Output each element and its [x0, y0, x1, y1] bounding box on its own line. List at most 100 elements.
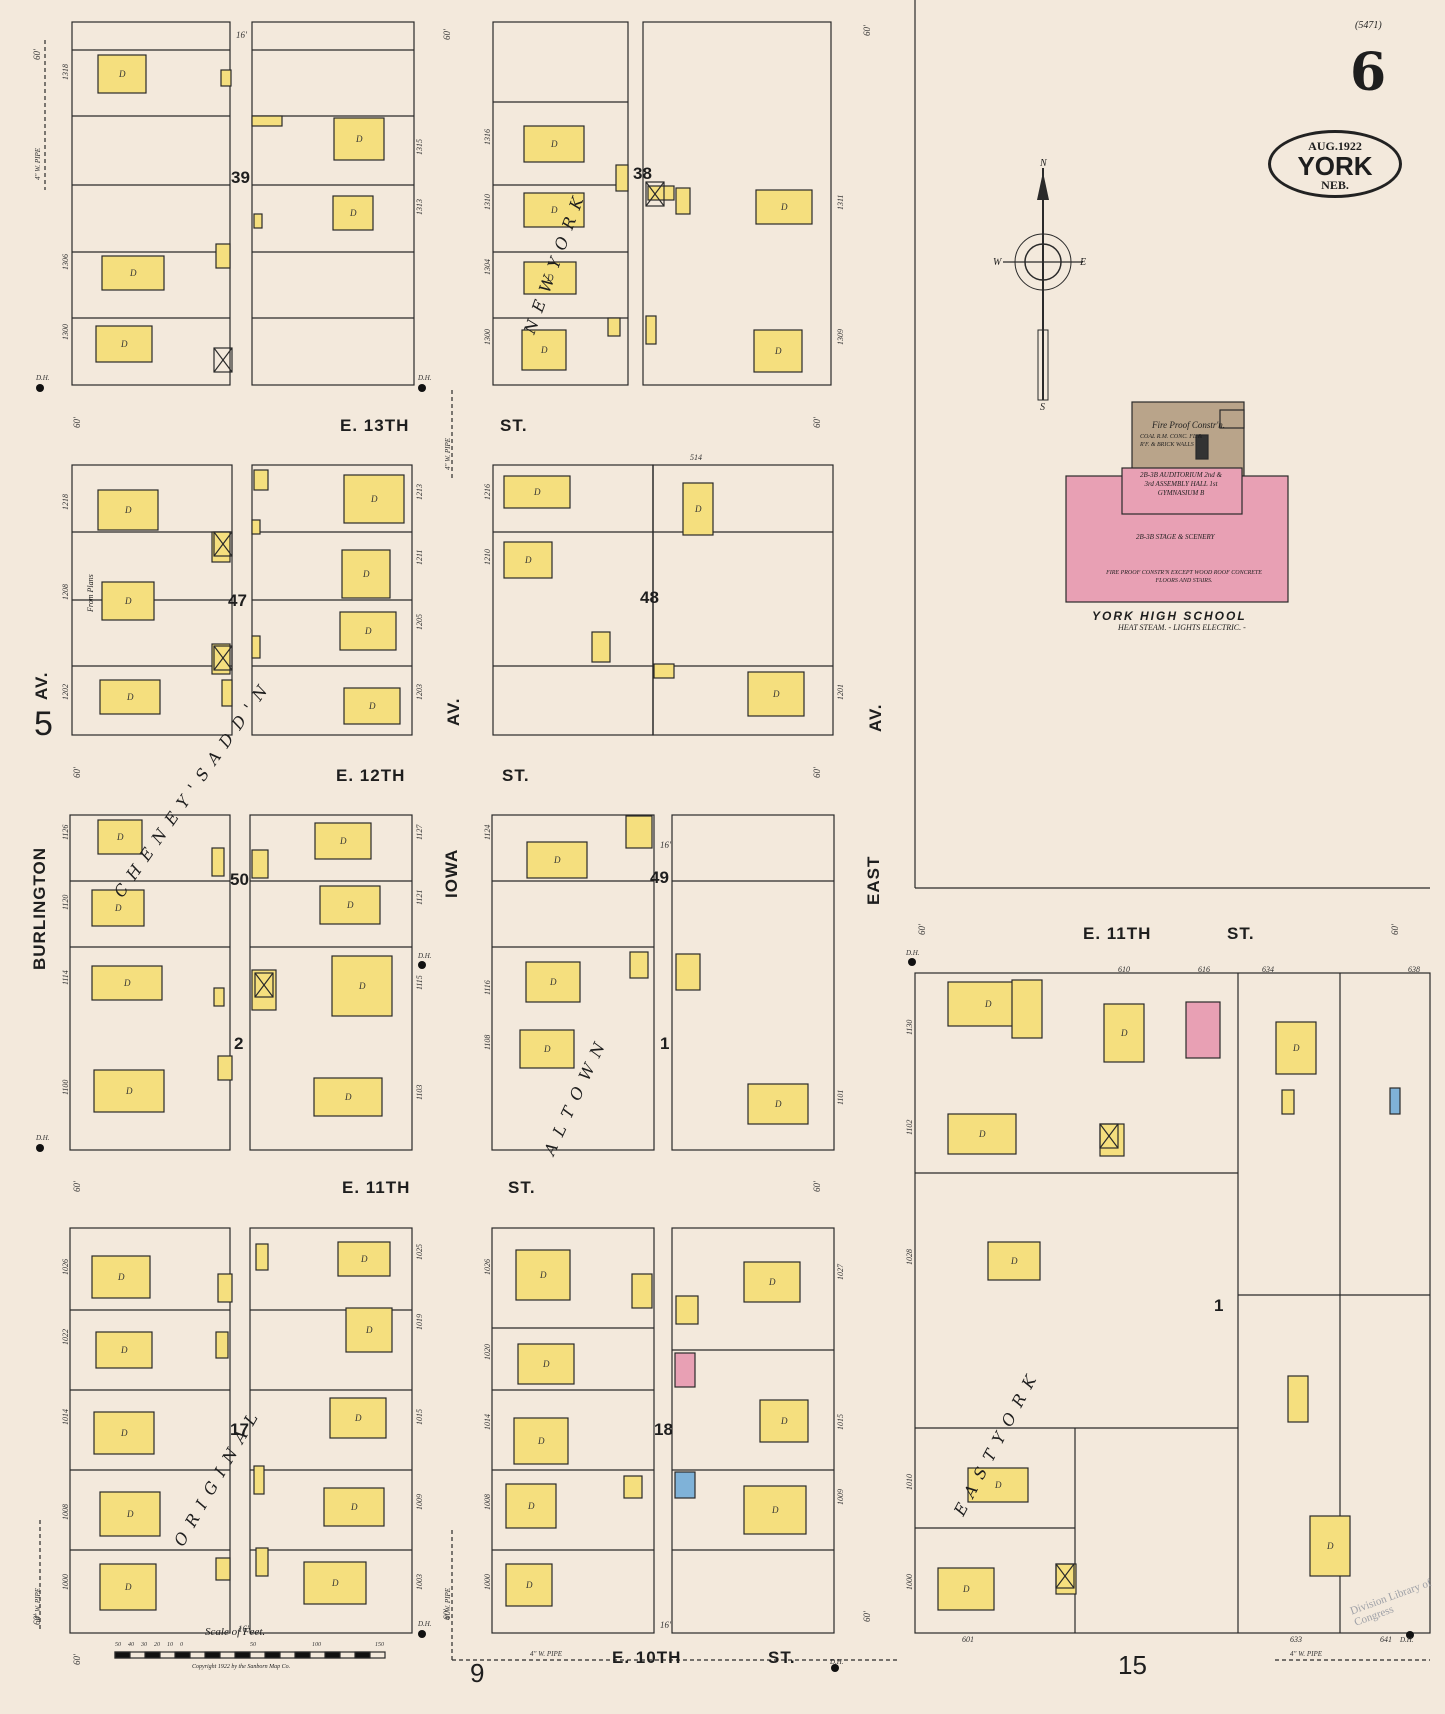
address-iowa: 1216: [483, 484, 492, 500]
street-burlington: BURLINGTON: [30, 846, 49, 970]
dwelling: [337, 1241, 391, 1277]
dwelling: [526, 841, 588, 879]
address-iowa: 1026: [483, 1259, 492, 1275]
address-burlington: 1208: [61, 584, 70, 600]
dwelling-label: D: [549, 977, 557, 987]
address-iowa: 1015: [415, 1409, 424, 1425]
outbuilding: [251, 969, 277, 1011]
street-e13-st: ST.: [500, 416, 528, 435]
dwelling: [101, 581, 155, 621]
address-burlington: 1114: [61, 970, 70, 985]
garage-x-line: [213, 645, 233, 671]
address-iowa: 1121: [415, 890, 424, 905]
compass-n: N: [1040, 158, 1047, 169]
address-iowa: 1127: [415, 824, 424, 840]
address-iowa: 1003: [415, 1574, 424, 1590]
dwelling: [753, 329, 803, 373]
outbuilding: [1011, 979, 1043, 1039]
address-east: 1102: [905, 1120, 914, 1135]
fire-hydrant: [418, 961, 426, 969]
outbuilding: [215, 243, 231, 269]
address-east: 1027: [836, 1263, 845, 1280]
dwelling-label: D: [344, 1092, 352, 1102]
school-name: YORK HIGH SCHOOL: [1092, 609, 1247, 623]
dwelling-label: D: [527, 1501, 535, 1511]
fire-hydrant: [418, 384, 426, 392]
outbuilding: [631, 1273, 653, 1309]
outbuilding: [253, 1465, 265, 1495]
outbuilding: [1287, 1375, 1309, 1423]
address-iowa: 1315: [415, 139, 424, 155]
school-top-detail: COAL R.M. CONC. FL.& R'F. & BRICK WALLS: [1140, 434, 1203, 448]
dwelling: [341, 549, 391, 599]
dwelling-label: D: [537, 1436, 545, 1446]
pipe-label: 4" W. PIPE: [530, 1650, 563, 1658]
block-1: 1: [660, 1034, 670, 1053]
dwelling: [314, 822, 372, 860]
outbuilding: [251, 635, 261, 659]
address-burlington: 1306: [61, 254, 70, 270]
address-iowa: 1116: [483, 980, 492, 995]
dwelling-label: D: [358, 981, 366, 991]
adjacent-sheet-9: 9: [470, 1658, 485, 1688]
school-notes: HEAT STEAM. - LIGHTS ELECTRIC. -: [1118, 623, 1246, 632]
scale-tick: 150: [375, 1642, 384, 1648]
address-burlington: 1318: [61, 64, 70, 80]
block-18: 18: [654, 1420, 673, 1439]
outbuilding: [625, 815, 653, 849]
dwelling: [97, 819, 143, 855]
dwelling-label: D: [984, 999, 992, 1009]
address-east: 1130: [905, 1020, 914, 1035]
outbuilding: [675, 187, 691, 215]
block-39: 39: [231, 168, 250, 187]
scale-tick: 50: [250, 1642, 256, 1648]
garage-x-line: [645, 181, 665, 207]
adjacent-sheet-15: 15: [1118, 1650, 1147, 1680]
block-38: 38: [633, 164, 652, 183]
address-east: 1309: [836, 329, 845, 345]
dwelling: [987, 1241, 1041, 1281]
hydrant-label: D.H.: [417, 1620, 432, 1628]
garage-x: [213, 531, 233, 557]
dimension-60: 60': [812, 416, 822, 428]
dimension-60: 60': [72, 1180, 82, 1192]
block-outline: [671, 1227, 835, 1634]
dimension-60: 60': [442, 28, 452, 40]
dimension-16: 16': [236, 30, 248, 40]
pipe-label: 4" W. PIPE: [444, 1587, 452, 1620]
dwelling-label: D: [331, 1578, 339, 1588]
dwelling: [517, 1343, 575, 1385]
address-iowa: 1310: [483, 194, 492, 210]
dwelling-label: D: [768, 1277, 776, 1287]
dwelling: [97, 54, 147, 94]
dwelling: [91, 965, 163, 1001]
address-iowa: 1210: [483, 549, 492, 565]
dwelling: [505, 1563, 553, 1607]
address-e11: 610: [1118, 965, 1130, 974]
dwelling-label: D: [1326, 1541, 1334, 1551]
address-514: 514: [690, 453, 702, 462]
dwelling-label: D: [772, 689, 780, 699]
street-e11-st: ST.: [508, 1178, 536, 1197]
dwelling: [91, 889, 145, 927]
street-east-av: AV.: [866, 703, 885, 732]
outbuilding: [645, 315, 657, 345]
dwelling-label: D: [780, 1416, 788, 1426]
address-iowa: 1313: [415, 199, 424, 215]
garage-x: [213, 347, 233, 373]
outbuilding: [675, 953, 701, 991]
address-iowa: 1008: [483, 1494, 492, 1510]
dwelling-label: D: [362, 569, 370, 579]
outbuilding: [255, 1547, 269, 1577]
compass-tail: [1037, 329, 1049, 401]
pipe-label: 4" W. PIPE: [1290, 1650, 1323, 1658]
dwelling: [101, 255, 165, 291]
block-1-east: 1: [1214, 1296, 1224, 1315]
dwelling: [345, 1307, 393, 1353]
address-iowa: 1300: [483, 329, 492, 345]
scale-bar-segment: [324, 1651, 341, 1659]
dwelling: [99, 1563, 157, 1611]
scale-bar-segment: [174, 1651, 191, 1659]
dwelling-label: D: [124, 596, 132, 606]
